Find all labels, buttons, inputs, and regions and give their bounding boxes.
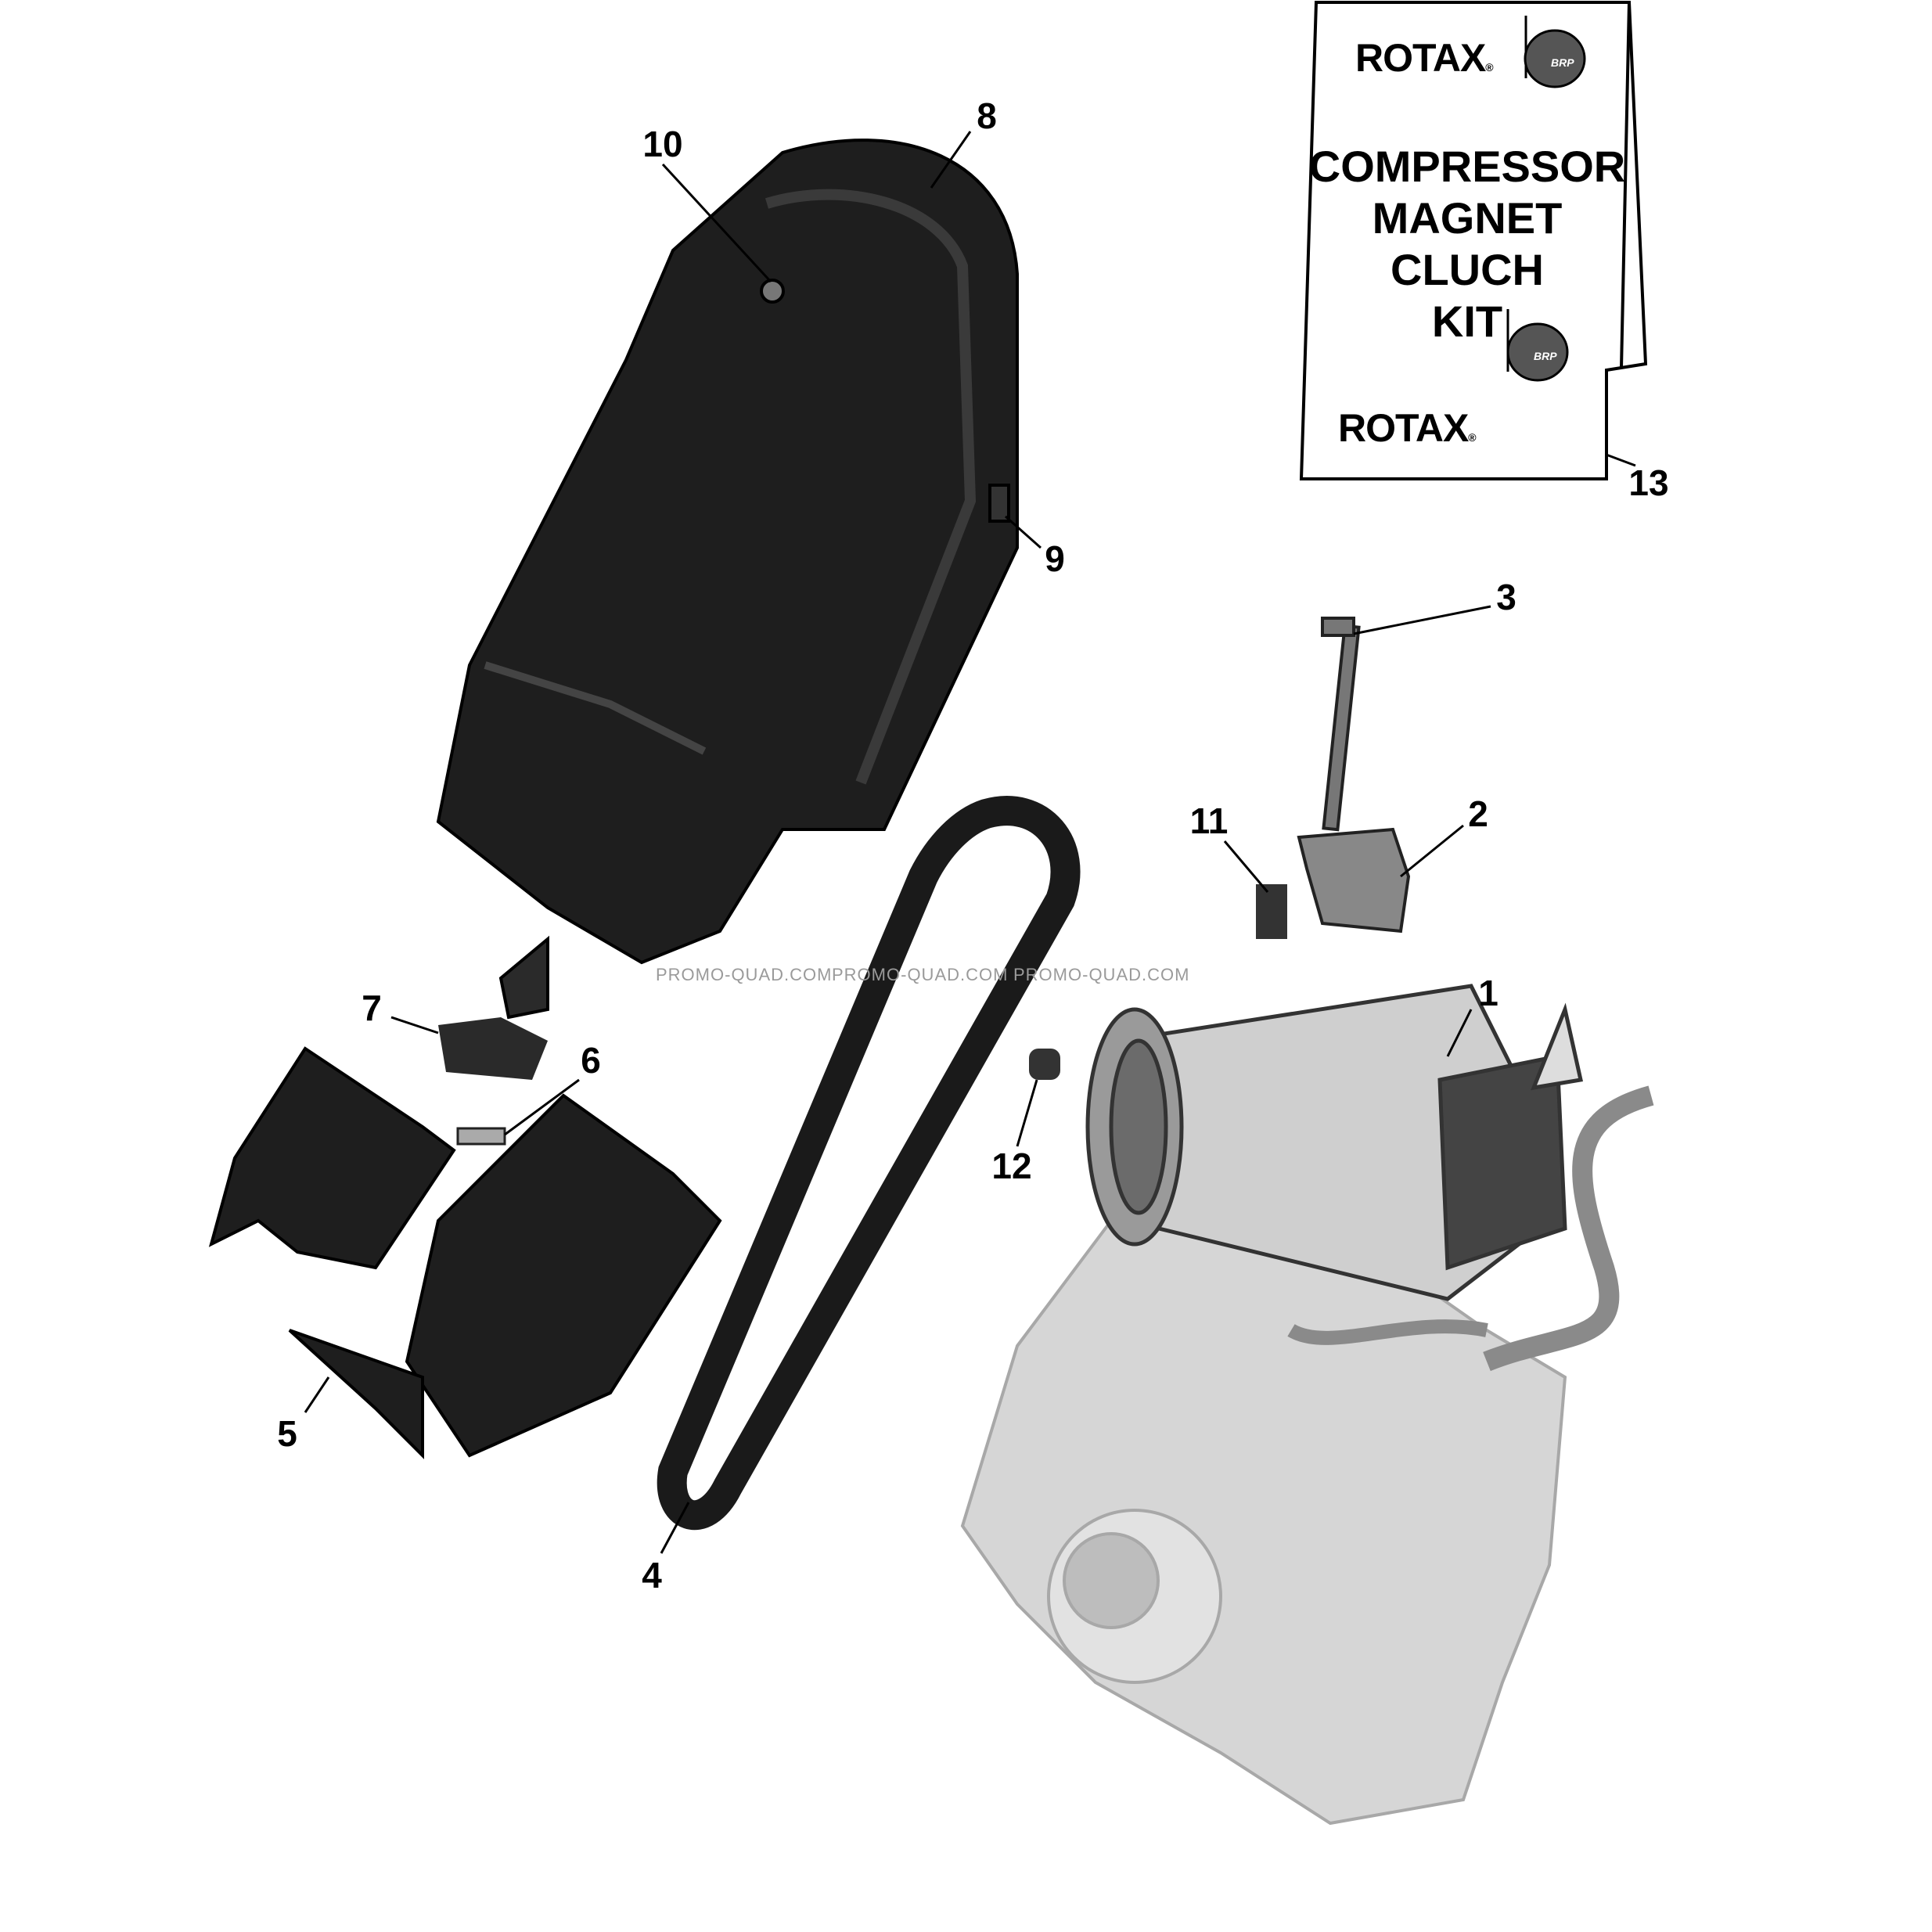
brp-logo: BRP [1551, 56, 1574, 69]
watermark: PROMO-QUAD.COM [656, 965, 833, 984]
kit-title-line: KIT [1431, 297, 1503, 346]
kit-title-line: MAGNET [1372, 193, 1563, 243]
guard-nut [760, 279, 785, 304]
kit-outline [1299, 0, 1648, 480]
callout-7[interactable]: 7 [362, 988, 382, 1028]
kit-title-line: CLUCH [1391, 245, 1544, 294]
hose-clip [1029, 1049, 1060, 1080]
guard-grommet [988, 484, 1010, 523]
callout-4[interactable]: 4 [642, 1555, 662, 1596]
callout-8[interactable]: 8 [977, 95, 997, 136]
rotax-logo: ROTAX® [1355, 36, 1494, 80]
connector [1256, 884, 1287, 939]
brp-logo: BRP [1534, 350, 1557, 362]
callout-5[interactable]: 5 [277, 1413, 297, 1454]
drive-belt [657, 796, 1081, 1531]
rotax-logo: ROTAX® [1338, 406, 1477, 450]
bracket [1297, 827, 1411, 934]
kit-title-line: COMPRESSOR [1308, 142, 1626, 191]
screw [456, 1127, 506, 1146]
callout-10[interactable]: 10 [642, 124, 683, 164]
watermark: PROMO-QUAD.COM [1013, 965, 1190, 984]
engine-block [960, 1085, 1654, 1826]
callout-13[interactable]: 13 [1628, 462, 1669, 503]
kit-package: ROTAX® BRP COMPRESSOR MAGNET CLUCH KIT R… [1299, 0, 1648, 481]
watermark: PROMO-QUAD.COM [832, 965, 1009, 984]
clip [438, 1017, 548, 1080]
ac-compressor [1085, 984, 1584, 1301]
callout-11[interactable]: 11 [1189, 801, 1229, 841]
callout-12[interactable]: 12 [991, 1146, 1032, 1186]
callout-9[interactable]: 9 [1045, 538, 1065, 579]
lower-belt-guard [208, 1046, 722, 1459]
leader-lines [304, 131, 1636, 1554]
callout-6[interactable]: 6 [581, 1040, 601, 1081]
bolt [1321, 617, 1361, 832]
callout-2[interactable]: 2 [1468, 793, 1488, 834]
callout-3[interactable]: 3 [1496, 577, 1516, 617]
callout-1[interactable]: 1 [1478, 973, 1498, 1013]
upper-belt-guard [436, 139, 1019, 1020]
kit-title: COMPRESSOR MAGNET CLUCH KIT [1299, 141, 1635, 347]
